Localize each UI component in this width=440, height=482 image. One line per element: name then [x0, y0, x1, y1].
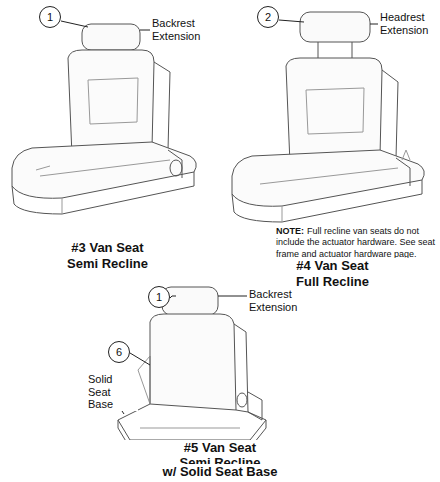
leader-lines — [61, 20, 378, 414]
part-label: Backrest Extension — [152, 17, 222, 42]
note-text: Full recline van seats do not include th… — [276, 226, 436, 260]
van-seat-solid-base — [118, 287, 266, 448]
figure-caption: #4 Van Seat — [240, 258, 425, 274]
figure-caption: #3 Van Seat — [20, 240, 195, 256]
part-label: Headrest Extension — [380, 11, 438, 36]
callout-number: 1 — [156, 292, 162, 303]
part-label: Solid Seat Base — [88, 373, 138, 411]
callout-number: 1 — [47, 12, 53, 23]
callout-number: 2 — [265, 12, 271, 23]
callout-circle: 2 — [257, 6, 279, 28]
figure-caption: #5 Van Seat — [120, 440, 320, 456]
van-seat-full-recline — [232, 12, 424, 222]
callout-number: 6 — [116, 347, 122, 358]
callout-circle: 1 — [148, 286, 170, 308]
figure-caption: Semi Recline — [20, 256, 195, 272]
callout-circle: 6 — [108, 341, 130, 363]
note-heading: NOTE: — [276, 226, 304, 237]
van-seat-semi-recline — [12, 24, 196, 214]
figure-caption: w/ Solid Seat Base — [120, 464, 320, 480]
callout-circle: 1 — [39, 6, 61, 28]
part-label: Backrest Extension — [249, 288, 319, 313]
